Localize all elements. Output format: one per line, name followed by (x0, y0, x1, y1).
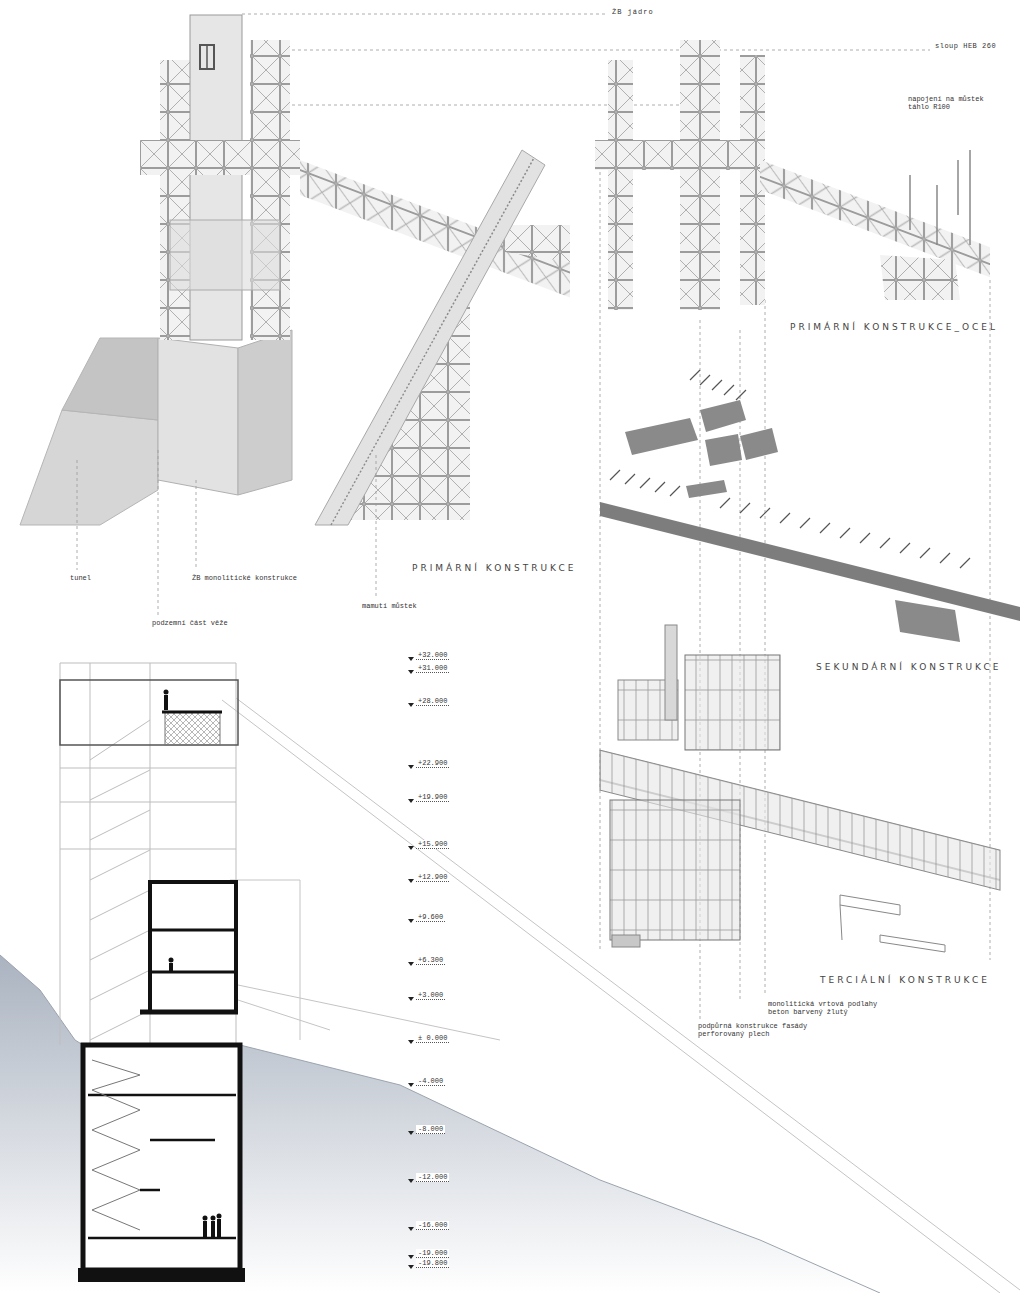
section-heading: TERCIÁLNÍ KONSTRUKCE (820, 975, 990, 985)
part-label: ŽB monolitické konstrukce (192, 574, 297, 582)
elevation-label: -19.000 (416, 1249, 449, 1258)
elevation-label: -12.000 (416, 1173, 449, 1182)
elevation-label: +19.900 (416, 793, 449, 802)
section-heading: SEKUNDÁRNÍ KONSTRUKCE (816, 662, 1001, 672)
elevation-label: -19.800 (416, 1259, 449, 1268)
part-label: napojení na můstek táhlo R100 (908, 95, 990, 111)
elevation-label: +31.000 (416, 664, 449, 673)
elevation-label: +6.300 (416, 956, 445, 965)
part-label: podzemní část věže (152, 619, 228, 627)
elevation-label: +15.900 (416, 840, 449, 849)
part-label: mamutí můstek (362, 602, 417, 610)
part-label: sloup HEB 260 (935, 42, 996, 50)
part-label: monolitická vrtová podlahy beton barvený… (768, 1000, 886, 1016)
elevation-label: -16.000 (416, 1221, 449, 1230)
elevation-label: +12.900 (416, 873, 449, 882)
elevation-label: -4.000 (416, 1077, 445, 1086)
section-heading: PRIMÁRNÍ KONSTRUKCE (412, 563, 576, 573)
elevation-label: +32.000 (416, 651, 449, 660)
elevation-label: -8.000 (416, 1125, 445, 1134)
part-label: podpůrná konstrukce fasády perforovaný p… (698, 1022, 816, 1038)
elevation-label: +22.900 (416, 759, 449, 768)
section-heading: PRIMÁRNÍ KONSTRUKCE_OCEL (790, 322, 998, 332)
elevation-label: +28.000 (416, 697, 449, 706)
elevation-label: ± 0.000 (416, 1034, 449, 1043)
part-label: ŽB jádro (612, 8, 654, 16)
elevation-label: +9.600 (416, 913, 445, 922)
part-label: tunel (70, 574, 91, 582)
elevation-label: +3.000 (416, 991, 445, 1000)
